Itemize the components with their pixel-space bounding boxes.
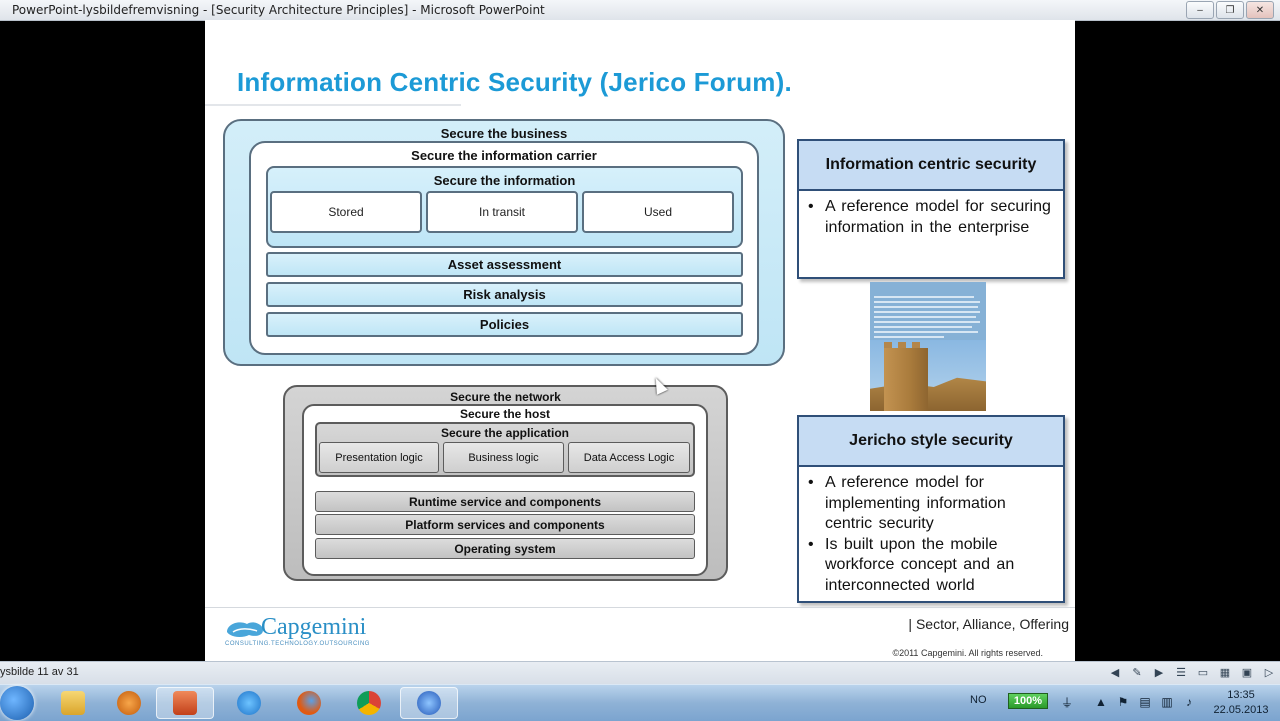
risk-analysis-bar: Risk analysis [266,282,743,307]
status-bar: ysbilde 11 av 31 ◀ ✎ ▶ ☰ ▭ ▦ ▣ ▷ [0,661,1280,684]
show-hidden-icon[interactable]: ▲ [1095,695,1107,709]
status-bar-controls: ◀ ✎ ▶ ☰ ▭ ▦ ▣ ▷ [1108,665,1276,679]
slide-indicator: ysbilde 11 av 31 [0,666,79,678]
maximize-button[interactable]: ❐ [1216,1,1244,19]
taskbar: NO 100% ⏚ ▲ ⚑ ▤ ▥ ♪ 13:35 22.05.2013 [0,684,1280,721]
copyright-text: ©2011 Capgemini. All rights reserved. [892,648,1043,658]
capgemini-logo: Capgemini [261,614,367,640]
language-indicator[interactable]: NO [970,694,987,706]
asset-assessment-bar: Asset assessment [266,252,743,277]
business-logic-cell: Business logic [443,442,564,473]
castle-tower [884,348,928,411]
secure-application-label: Secure the application [440,426,570,440]
secure-host-label: Secure the host [459,407,551,421]
title-divider [205,104,461,106]
system-clock[interactable]: 13:35 22.05.2013 [1208,688,1274,718]
slideshow-icon[interactable]: ▷ [1264,666,1274,679]
internet-explorer-icon[interactable] [220,687,278,719]
capgemini-spade-icon [227,622,263,637]
next-arrow-icon[interactable]: ▶ [1154,666,1164,679]
tray-app-icon[interactable]: ▤ [1139,695,1151,709]
normal-view-icon[interactable]: ▭ [1197,666,1209,679]
flag-icon[interactable]: ⚑ [1117,695,1129,709]
previous-arrow-icon[interactable]: ◀ [1110,666,1120,679]
secure-business-label: Secure the business [440,126,568,141]
menu-icon[interactable]: ☰ [1176,666,1186,679]
list-item: A reference model for implementing infor… [808,473,1055,535]
footer-sector-text: | Sector, Alliance, Offering [908,616,1069,632]
clock-time: 13:35 [1227,689,1255,701]
volume-icon[interactable]: ♪ [1186,695,1192,709]
jericho-panel: Jericho style security A reference model… [797,415,1065,603]
power-plug-icon[interactable]: ⏚ [1060,695,1073,710]
state-used: Used [582,191,734,233]
window-title-bar: PowerPoint-lysbildefremvisning - [Securi… [0,0,1280,21]
jericho-bullets: A reference model for implementing infor… [799,467,1063,596]
minimize-button[interactable]: – [1186,1,1214,19]
folder-icon[interactable] [44,687,102,719]
firefox-icon[interactable] [280,687,338,719]
operating-system-bar: Operating system [315,538,695,559]
policies-bar: Policies [266,312,743,337]
slide-sorter-icon[interactable]: ▦ [1219,666,1231,679]
reading-view-icon[interactable]: ▣ [1241,666,1253,679]
secure-information-label: Secure the information [433,173,576,188]
info-centric-bullets: A reference model for securing informati… [799,191,1063,238]
data-access-logic-cell: Data Access Logic [568,442,690,473]
logo-tagline: CONSULTING.TECHNOLOGY.OUTSOURCING [225,641,370,647]
jericho-heading: Jericho style security [799,417,1063,467]
secure-network-label: Secure the network [450,390,561,404]
app-icon[interactable] [400,687,458,719]
info-centric-panel: Information centric security A reference… [797,139,1065,279]
pen-icon[interactable]: ✎ [1132,666,1142,679]
platform-services-bar: Platform services and components [315,514,695,535]
windows-start-icon[interactable] [0,686,34,720]
state-stored: Stored [270,191,422,233]
list-item: A reference model for securing informati… [808,197,1055,238]
secure-carrier-label: Secure the information carrier [411,148,597,163]
state-in-transit: In transit [426,191,578,233]
runtime-services-bar: Runtime service and components [315,491,695,512]
castle-photo [870,282,986,411]
info-centric-heading: Information centric security [799,141,1063,191]
powerpoint-icon[interactable] [156,687,214,719]
window-controls: – ❐ ✕ [1186,1,1274,19]
network-icon[interactable]: ▥ [1161,695,1173,709]
clock-date: 22.05.2013 [1213,704,1269,716]
window-title: PowerPoint-lysbildefremvisning - [Securi… [12,3,545,17]
close-button[interactable]: ✕ [1246,1,1274,19]
media-player-icon[interactable] [100,687,158,719]
chrome-icon[interactable] [340,687,398,719]
battery-icon[interactable]: 100% [1008,693,1048,709]
footer-divider [205,607,1075,608]
slide[interactable]: Information Centric Security (Jerico For… [205,20,1075,661]
list-item: Is built upon the mobile workforce conce… [808,535,1055,597]
presentation-logic-cell: Presentation logic [319,442,439,473]
slide-title: Information Centric Security (Jerico For… [237,67,792,97]
